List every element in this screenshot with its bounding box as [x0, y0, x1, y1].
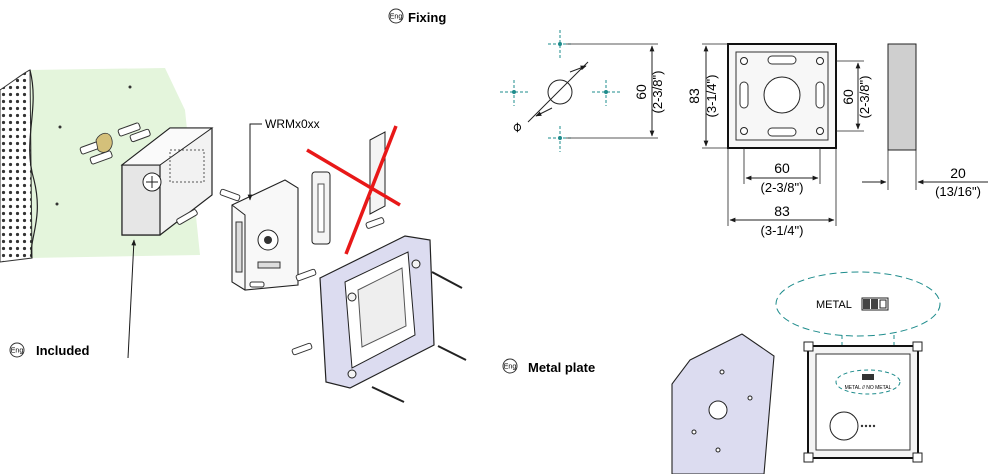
box-width-mm: 83 — [774, 203, 790, 219]
part-label: WRMx0xx — [265, 117, 320, 131]
box-hole-h-in: (2-3/8") — [761, 180, 804, 195]
hole-pattern-drawing: ⌀ 60 (2-3/8") — [500, 30, 665, 152]
fixing-label-group: Eng Fixing — [388, 8, 446, 25]
box-rear-view: METAL // NO METAL — [803, 341, 923, 463]
box-hole-v-in: (2-3/8") — [857, 76, 872, 119]
not-included-cross — [306, 125, 401, 255]
language-badge-icon — [502, 358, 518, 374]
cover-screws — [291, 217, 467, 403]
box-height-in: (3-1/4") — [704, 75, 719, 118]
mounting-box — [120, 127, 214, 236]
depth-mm: 20 — [950, 165, 966, 181]
language-badge-text: Eng — [11, 348, 24, 355]
metal-switch-caption: METAL // NO METAL — [845, 385, 892, 391]
box-pointer-arrow — [127, 239, 137, 359]
fixing-label: Fixing — [408, 10, 446, 25]
metal-plate-label-group: Eng Metal plate — [502, 358, 595, 375]
wall-plugs — [79, 122, 151, 165]
metal-plate-sheet — [671, 333, 775, 474]
included-label-group: Eng Included — [9, 342, 90, 358]
box-width-in: (3-1/4") — [761, 223, 804, 238]
box-hole-h-mm: 60 — [774, 160, 790, 176]
device-module — [219, 179, 299, 291]
hole-diameter-symbol: ⌀ — [508, 118, 525, 135]
box-dimension-drawing: 83 (3-1/4") 60 (2-3/8") 60 (2-3/8") 83 (… — [686, 43, 872, 238]
language-badge-text: Eng — [504, 364, 517, 371]
metal-switch-label: METAL — [816, 299, 852, 311]
hole-spacing-mm: 60 — [633, 84, 649, 100]
part-label-leader — [247, 123, 262, 201]
side-profile-drawing: 20 (13/16") — [862, 43, 988, 199]
hole-spacing-in: (2-3/8") — [650, 71, 665, 114]
box-hole-v-mm: 60 — [840, 89, 856, 105]
language-badge-icon — [388, 8, 404, 24]
depth-in: (13/16") — [935, 184, 981, 199]
language-badge-text: Eng — [390, 14, 403, 21]
metal-switch-icon — [861, 297, 889, 311]
included-label: Included — [36, 343, 90, 358]
front-cover-frame — [319, 235, 435, 389]
language-badge-icon — [9, 342, 25, 358]
box-height-mm: 83 — [686, 88, 702, 104]
metal-plate-label: Metal plate — [528, 360, 595, 375]
